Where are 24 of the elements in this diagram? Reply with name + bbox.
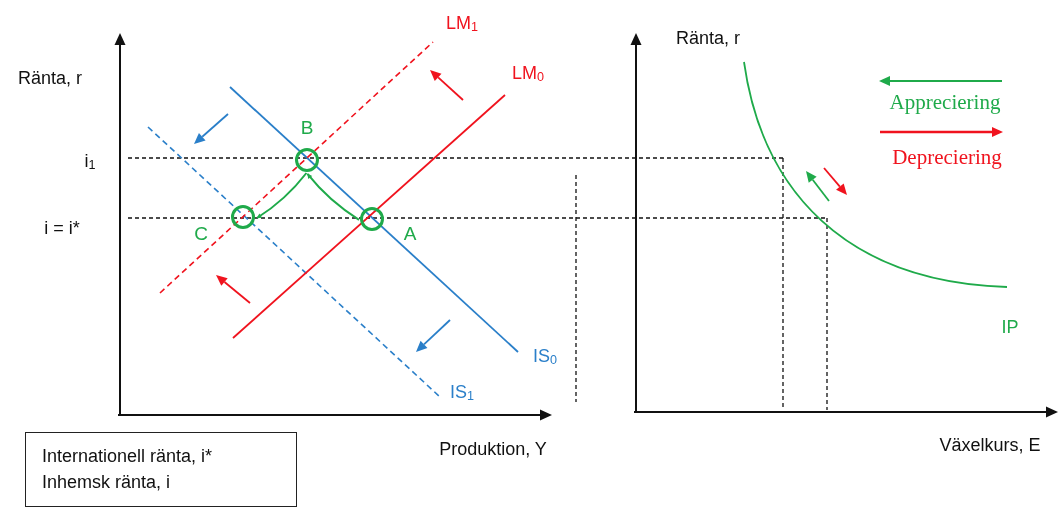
equilibrium-circle [295,148,319,172]
text-label: IP [1001,318,1019,336]
text-label: Depreciering [892,146,1002,168]
text-label: IS$_{1}$ [450,382,474,404]
text-label: i$_{1}$ [84,151,96,173]
text-label: Ränta, r [676,29,740,47]
text-label: IS$_{0}$ [533,346,557,368]
note-text: Inhemsk ränta, i [42,473,172,491]
equilibrium-circle [231,205,255,229]
arrow [255,172,308,219]
note-box [25,432,297,507]
text-label: Appreciering [889,91,1001,113]
point-label: B [300,117,314,137]
text-label: LM$_{0}$ [512,63,544,85]
text-label: Produktion, Y [439,440,547,458]
text-label: Växelkurs, E [939,436,1041,454]
equilibrium-circle [360,207,384,231]
text-label: i = i* [44,219,80,237]
note-text: Internationell ränta, i* [42,447,214,465]
text-label: Ränta, r [18,69,82,87]
text-label: LM$_{1}$ [446,13,478,35]
point-label: A [403,223,417,243]
point-label: C [194,223,208,243]
arrow [306,173,361,221]
